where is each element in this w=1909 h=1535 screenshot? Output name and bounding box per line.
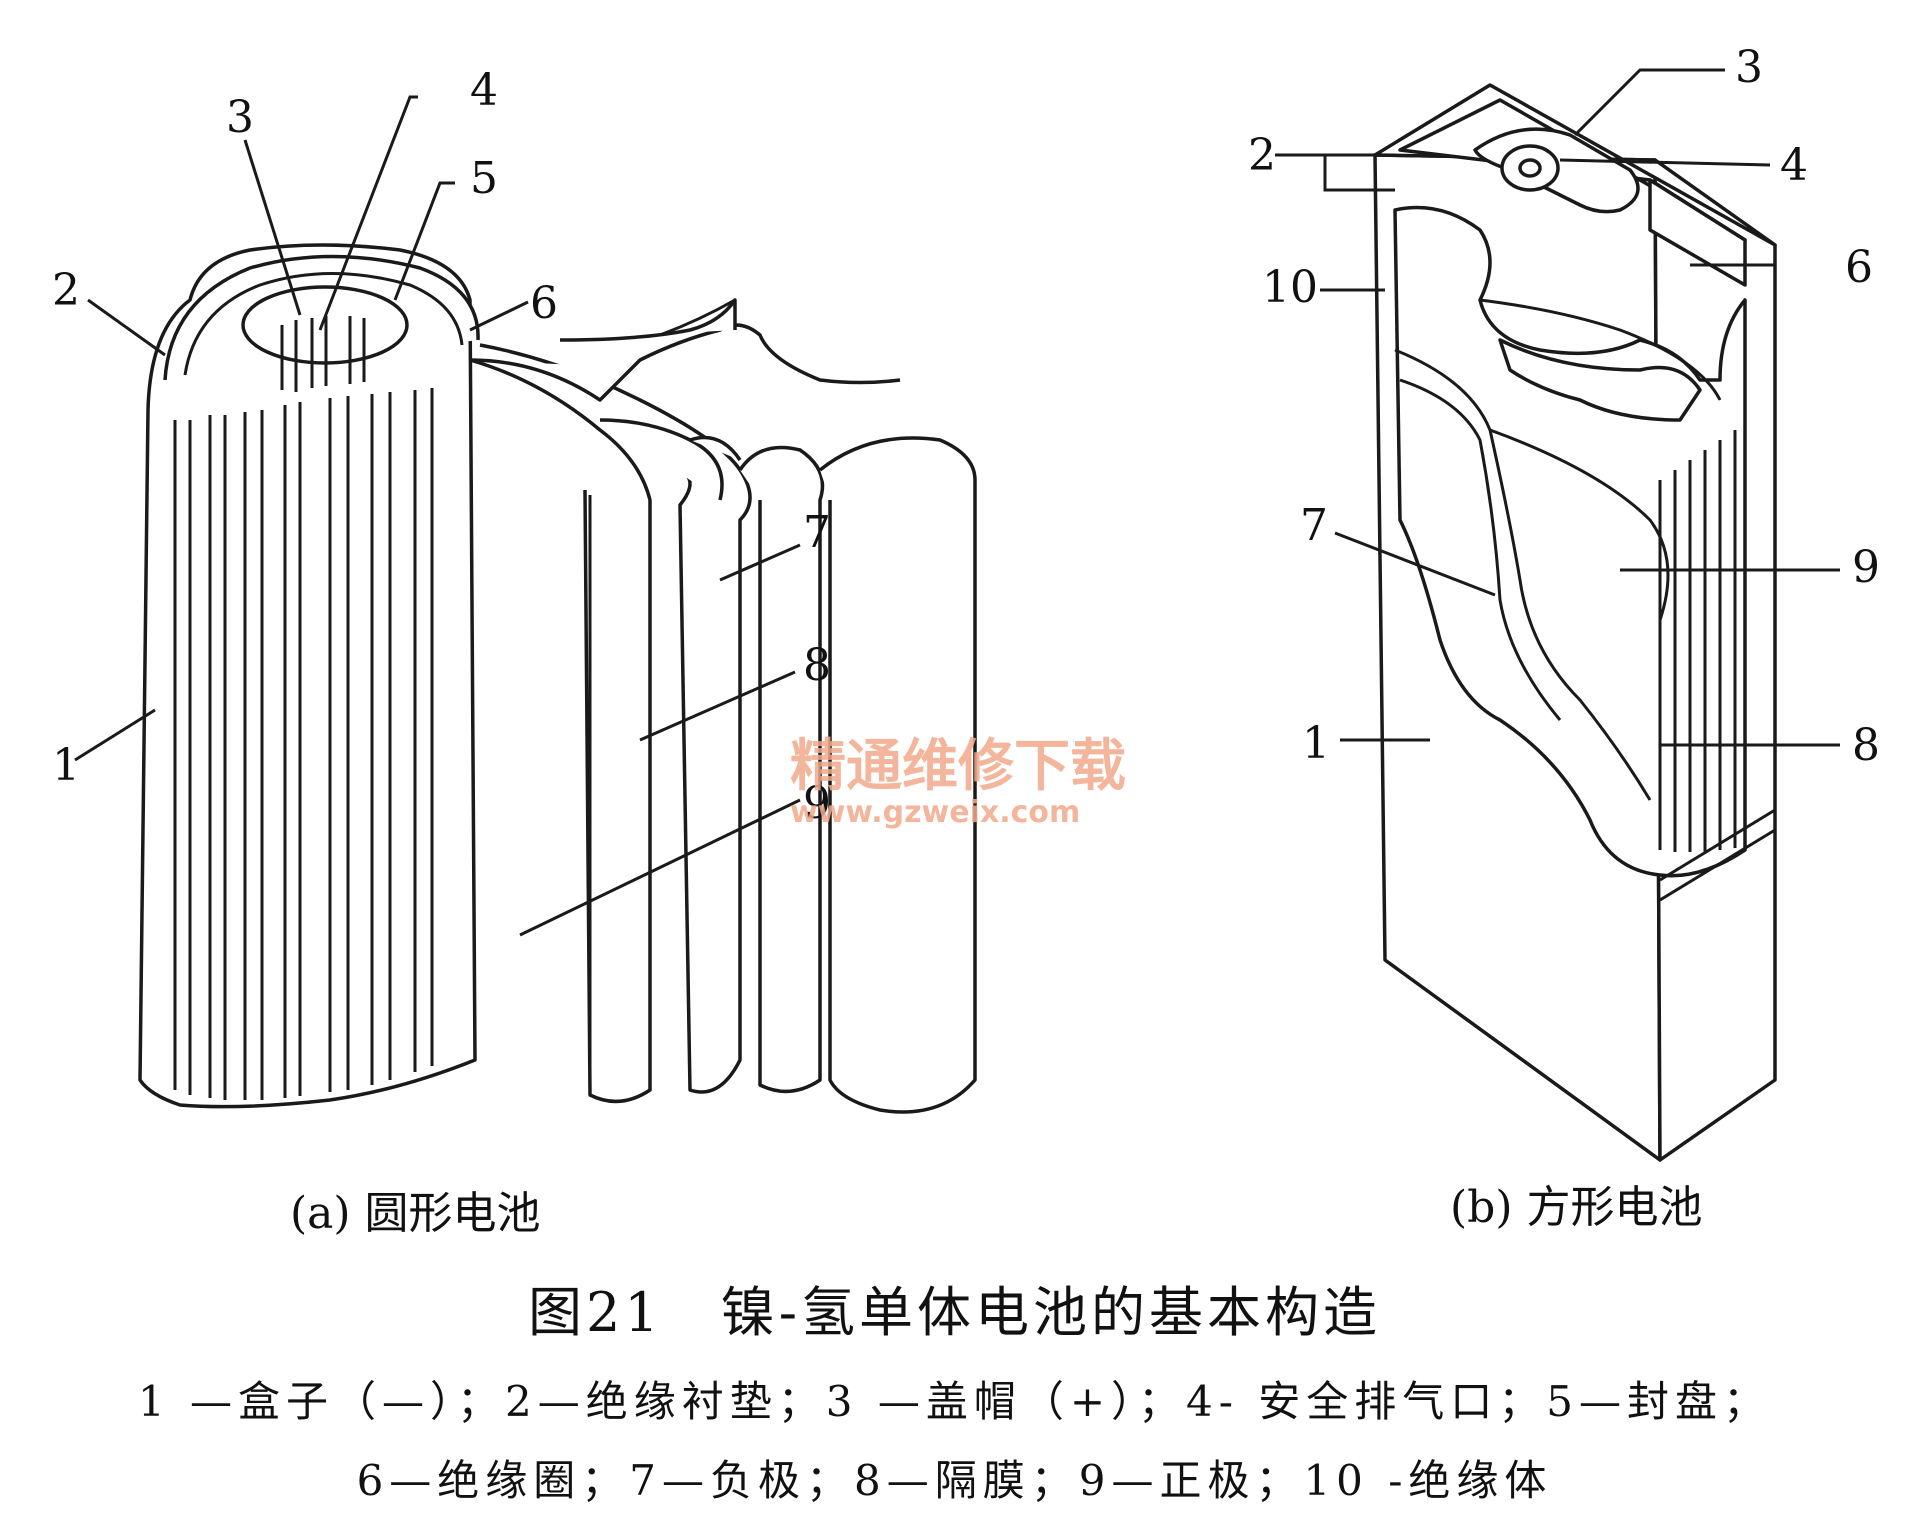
callout-a-6: 6 — [530, 278, 558, 329]
callout-b-9: 9 — [1852, 542, 1880, 593]
figure-caption-title: 图21 镍-氢单体电池的基本构造 — [528, 1281, 1381, 1344]
panel-b-leader-lines — [1275, 68, 1840, 747]
legend-line-1: 1 —盒子（—）；2—绝缘衬垫；3 —盖帽（+）；4- 安全排气口；5—封盘； — [137, 1377, 1772, 1426]
callout-a-3: 3 — [226, 92, 254, 143]
callout-a-1: 1 — [52, 740, 80, 791]
callout-b-2: 2 — [1248, 130, 1276, 181]
prismatic-cell-drawing — [1373, 83, 1777, 1162]
callout-a-5: 5 — [470, 153, 498, 204]
callout-a-9: 9 — [803, 778, 831, 829]
legend-line-2: 6—绝缘圈；7—负极；8—隔膜；9—正极；10 -绝缘体 — [356, 1456, 1553, 1505]
callout-b-10: 10 — [1262, 262, 1318, 313]
subcaption-b: (b) 方形电池 — [1450, 1182, 1702, 1233]
callout-b-1: 1 — [1302, 718, 1330, 769]
callout-b-6: 6 — [1845, 242, 1873, 293]
callout-a-8: 8 — [803, 640, 831, 691]
subcaption-a: (a) 圆形电池 — [290, 1188, 541, 1239]
panel-b-callouts: 1 2 3 4 6 7 8 9 10 — [1248, 42, 1880, 771]
callout-b-4: 4 — [1780, 140, 1808, 191]
panel-a-leader-lines — [74, 95, 801, 937]
callout-a-4: 4 — [470, 65, 498, 116]
callout-b-7: 7 — [1300, 500, 1328, 551]
watermark-url: www.gzweix.com — [790, 795, 1080, 830]
callout-a-7: 7 — [803, 507, 831, 558]
watermark-brand: 精通维修下载 — [790, 734, 1126, 799]
callout-b-8: 8 — [1852, 720, 1880, 771]
cylindrical-cell-drawing — [138, 243, 977, 1114]
watermark: 精通维修下载 www.gzweix.com — [790, 734, 1126, 830]
callout-a-2: 2 — [52, 265, 80, 316]
callout-b-3: 3 — [1735, 42, 1763, 93]
panel-a-callouts: 1 2 3 4 5 6 7 8 9 — [52, 65, 831, 829]
